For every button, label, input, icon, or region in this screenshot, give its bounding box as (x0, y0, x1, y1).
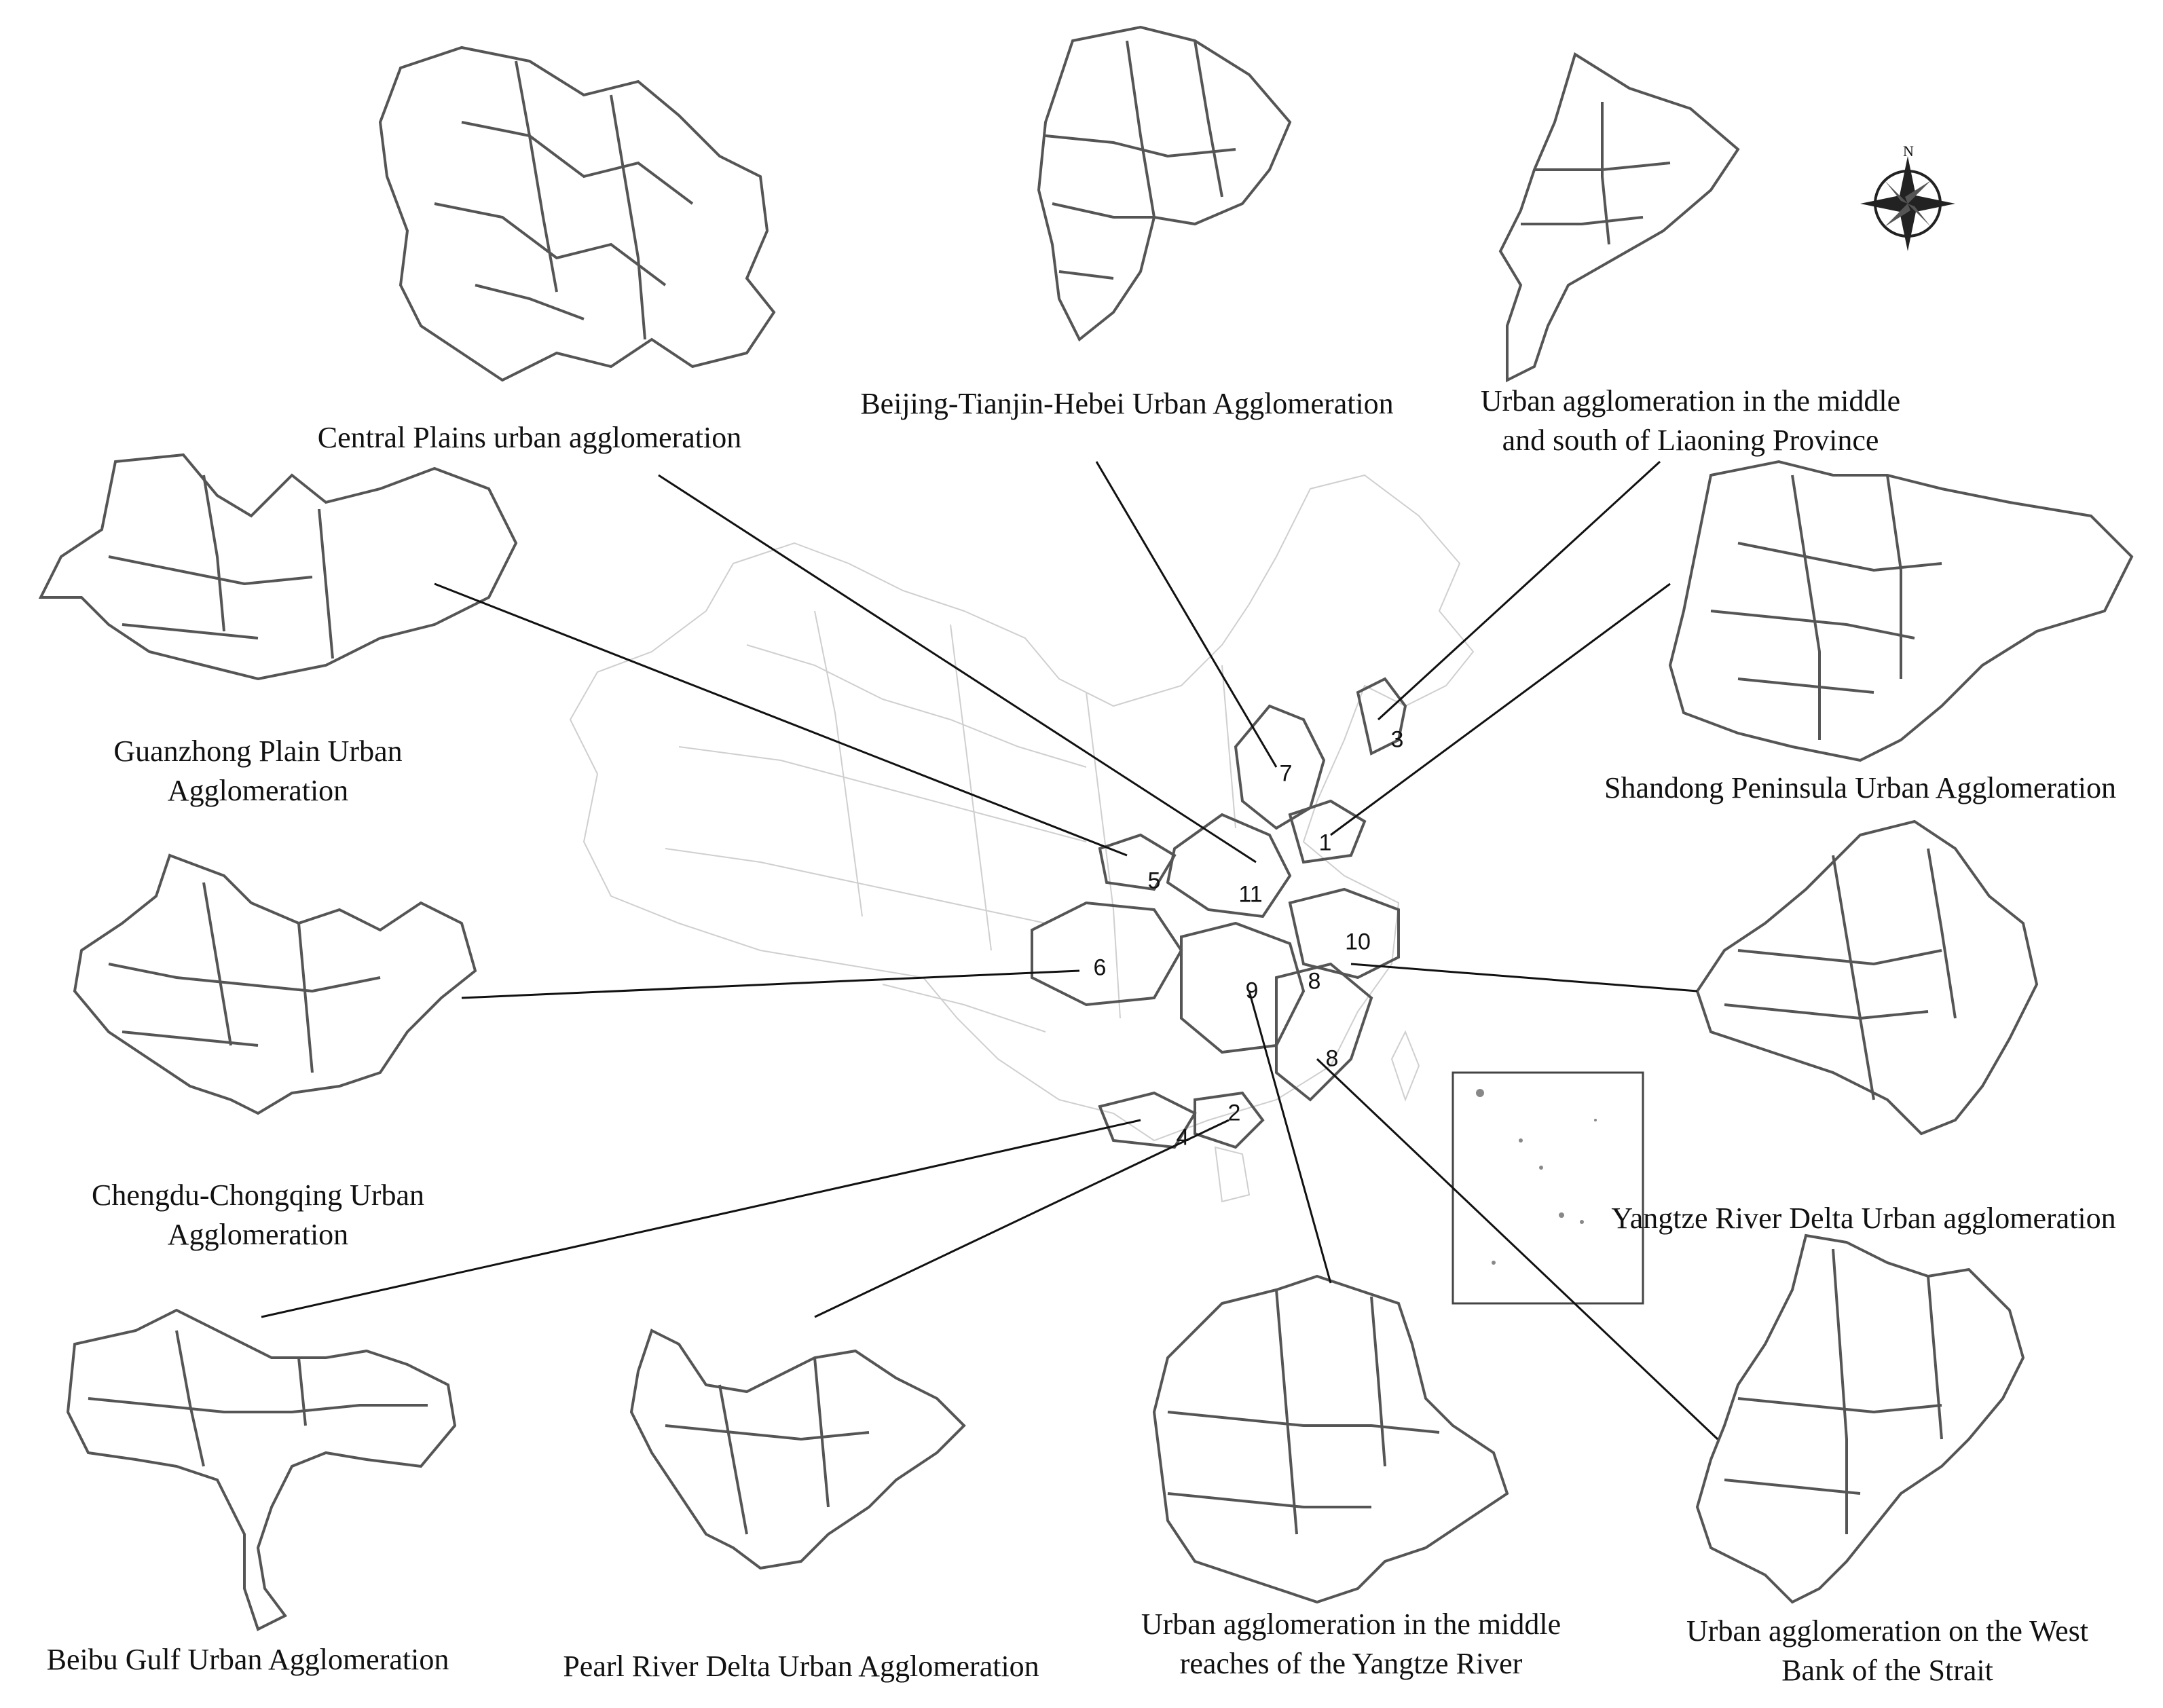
caption-west-bank-strait-line-1: Urban agglomeration on the West (1686, 1614, 2088, 1648)
leader-line-11 (658, 474, 1257, 864)
caption-shandong-line: Shandong Peninsula Urban Agglomeration (1604, 771, 2116, 804)
submap-liaoning (1498, 52, 1740, 383)
caption-liaoning-line-2: and south of Liaoning Province (1502, 424, 1879, 457)
region-outline-1 (1288, 799, 1367, 864)
leader-line-5 (434, 582, 1128, 857)
caption-chengdu-chongqing-line-1: Chengdu-Chongqing Urban (91, 1178, 425, 1212)
caption-chengdu-chongqing-line-2: Agglomeration (167, 1218, 349, 1251)
caption-pearl-river-delta: Pearl River Delta Urban Agglomeration (530, 1647, 1073, 1686)
region-outline-11 (1166, 813, 1292, 918)
leader-line-7 (1095, 461, 1278, 768)
submap-pearl-river-delta (629, 1329, 966, 1570)
leader-line-4 (261, 1119, 1141, 1318)
leader-line-2 (814, 1119, 1230, 1318)
region-outline-10 (1288, 887, 1400, 980)
region-number-4: 4 (1176, 1124, 1189, 1151)
caption-chengdu-chongqing: Chengdu-Chongqing Urban Agglomeration (54, 1176, 462, 1255)
compass-rose-icon (1860, 156, 1955, 251)
region-number-5: 5 (1147, 868, 1161, 894)
caption-beijing-tianjin-hebei: Beijing-Tianjin-Hebei Urban Agglomeratio… (821, 384, 1432, 424)
region-number-11: 11 (1238, 881, 1263, 908)
caption-yangtze-delta-line: Yangtze River Delta Urban agglomeration (1611, 1202, 2116, 1235)
leader-line-6 (461, 969, 1080, 999)
central-agglomeration-outlines (1031, 677, 1407, 1149)
caption-beibu-gulf: Beibu Gulf Urban Agglomeration (14, 1640, 482, 1679)
region-outline-9 (1180, 921, 1306, 1054)
caption-middle-yangtze-line-2: reaches of the Yangtze River (1179, 1647, 1523, 1680)
region-outline-7 (1234, 704, 1326, 830)
submap-guanzhong (38, 453, 518, 681)
submap-west-bank-strait (1695, 1233, 2025, 1604)
caption-shandong: Shandong Peninsula Urban Agglomeration (1561, 768, 2159, 808)
submap-middle-yangtze (1152, 1274, 1509, 1604)
region-number-2: 2 (1227, 1100, 1241, 1126)
region-outline-8 (1275, 962, 1373, 1102)
leader-line-1 (1330, 582, 1671, 836)
caption-liaoning: Urban agglomeration in the middle and so… (1419, 382, 1962, 460)
leader-line-3 (1377, 460, 1661, 721)
submap-central-plains (378, 45, 776, 382)
caption-central-plains: Central Plains urban agglomeration (265, 418, 794, 458)
south-china-sea-inset (1452, 1071, 1644, 1305)
region-outline-2 (1194, 1091, 1265, 1149)
caption-guanzhong: Guanzhong Plain Urban Agglomeration (68, 732, 448, 811)
region-number-8a: 8 (1325, 1045, 1339, 1072)
inset-islands (1476, 1089, 1597, 1265)
caption-central-plains-line: Central Plains urban agglomeration (317, 421, 742, 454)
submap-chengdu-chongqing (73, 853, 477, 1115)
region-outline-6 (1031, 901, 1183, 1007)
caption-beibu-gulf-line: Beibu Gulf Urban Agglomeration (46, 1643, 449, 1676)
region-outline-3 (1356, 677, 1407, 756)
region-outline-4 (1098, 1091, 1197, 1149)
caption-middle-yangtze-line-1: Urban agglomeration in the middle (1141, 1608, 1561, 1641)
compass-north-label: N (1903, 143, 1914, 160)
china-basemap (569, 474, 1475, 1203)
caption-guanzhong-line-1: Guanzhong Plain Urban (113, 735, 403, 768)
region-number-7: 7 (1279, 760, 1293, 787)
leader-lines (261, 460, 1719, 1441)
region-number-3: 3 (1390, 726, 1404, 753)
submap-yangtze-delta (1695, 819, 2039, 1136)
caption-guanzhong-line-2: Agglomeration (167, 774, 349, 807)
caption-west-bank-strait-line-2: Bank of the Strait (1781, 1654, 1993, 1687)
caption-beijing-tianjin-hebei-line: Beijing-Tianjin-Hebei Urban Agglomeratio… (860, 387, 1394, 420)
region-outline-5 (1098, 833, 1177, 891)
leader-line-8 (1316, 1058, 1719, 1441)
caption-liaoning-line-1: Urban agglomeration in the middle (1480, 384, 1901, 417)
submap-beibu-gulf (66, 1308, 457, 1631)
caption-middle-yangtze: Urban agglomeration in the middle reache… (1079, 1605, 1623, 1684)
caption-west-bank-strait: Urban agglomeration on the West Bank of … (1629, 1612, 2145, 1690)
region-number-8b: 8 (1308, 968, 1321, 995)
submap-beijing-tianjin-hebei (1037, 25, 1292, 342)
caption-pearl-river-delta-line: Pearl River Delta Urban Agglomeration (563, 1650, 1039, 1683)
leader-line-10 (1350, 963, 1698, 992)
region-number-9: 9 (1245, 978, 1259, 1004)
submap-shandong (1668, 460, 2134, 762)
region-number-10: 10 (1345, 929, 1371, 955)
region-number-6: 6 (1093, 954, 1107, 981)
leader-line-9 (1248, 990, 1332, 1284)
region-number-1: 1 (1318, 830, 1332, 856)
caption-yangtze-delta: Yangtze River Delta Urban agglomeration (1568, 1199, 2159, 1238)
